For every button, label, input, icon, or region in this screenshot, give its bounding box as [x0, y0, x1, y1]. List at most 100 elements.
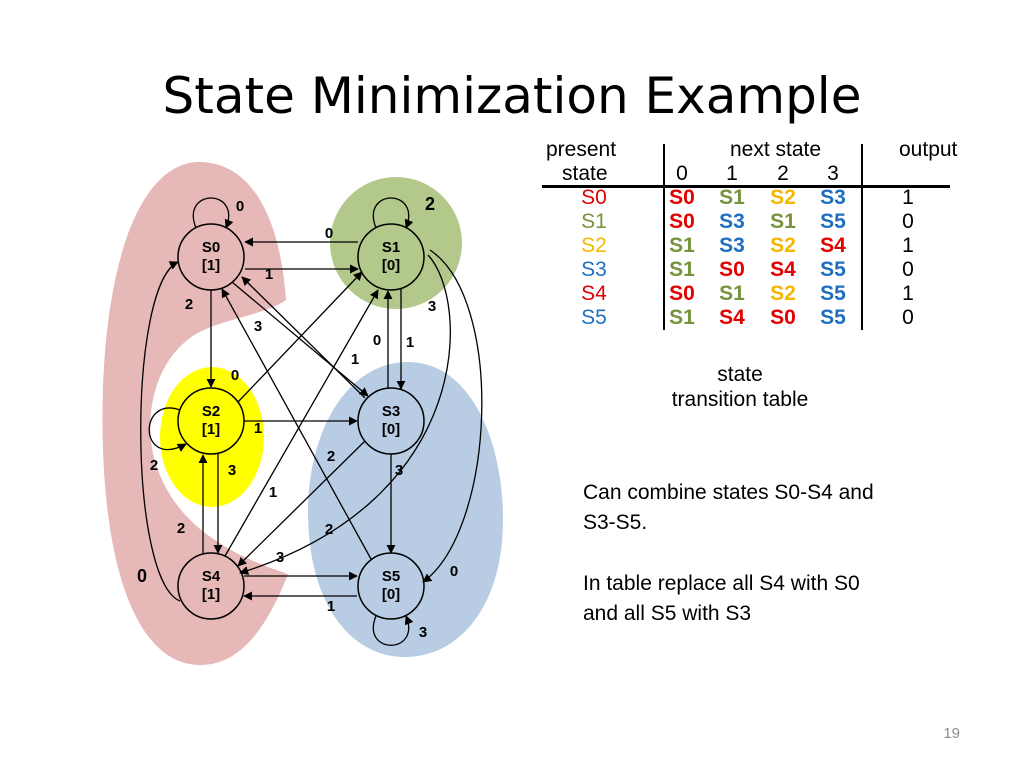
svg-text:S4: S4: [202, 568, 221, 585]
state-node-s5: S5 [0]: [357, 552, 425, 620]
edge-label-s3-s5: 3: [395, 462, 403, 479]
edge-s3-to-s4-2: [237, 440, 366, 567]
note-replace-line1: In table replace all S4 with S0: [583, 572, 860, 595]
slide-title: State Minimization Example: [162, 67, 862, 125]
table-cell-present: S0: [581, 186, 607, 209]
table-cell-output: 0: [902, 258, 914, 281]
table-cell-next: S0: [719, 258, 745, 281]
table-cell-output: 1: [902, 186, 914, 209]
note-replace: In table replace all S4 with S0 and all …: [583, 569, 963, 629]
svg-text:[0]: [0]: [382, 257, 400, 274]
table-cell-next: S0: [669, 282, 695, 305]
edge-label-s0-s1: 1: [265, 266, 273, 283]
table-cell-next: S4: [719, 306, 745, 329]
table-cell-next: S2: [770, 186, 796, 209]
edge-label-s1-s4: 3: [428, 298, 436, 315]
table-cell-next: S3: [820, 186, 846, 209]
note-combine-line2: S3-S5.: [583, 511, 648, 534]
edge-label-s3-s4: 2: [327, 448, 335, 465]
table-cell-next: S4: [770, 258, 796, 281]
table-cell-next: S2: [770, 282, 796, 305]
edge-s3-to-s0-1: [241, 276, 366, 399]
table-cell-next: S0: [669, 210, 695, 233]
edge-label-s4-s0: 0: [137, 566, 147, 586]
state-node-s1: S1 [0]: [357, 223, 425, 291]
page-number: 19: [943, 725, 960, 742]
table-cell-output: 1: [902, 282, 914, 305]
edge-label-s2-s1: 0: [231, 367, 239, 384]
table-cell-present: S4: [581, 282, 607, 305]
edge-s0-to-s3-3: [231, 281, 369, 397]
svg-text:[1]: [1]: [202, 586, 220, 603]
table-cell-next: S1: [669, 234, 695, 257]
edge-s5-self-3: [372, 615, 414, 646]
table-header-input-0: 0: [676, 162, 688, 185]
table-caption-line2: transition table: [671, 388, 809, 411]
table-cell-present: S3: [581, 258, 607, 281]
edge-label-s2-s3: 1: [254, 420, 262, 437]
edge-s1-to-s5-0: [422, 249, 483, 583]
table-header-rule: [542, 185, 950, 188]
note-combine-line1: Can combine states S0-S4 and: [583, 481, 874, 504]
table-header-input-2: 2: [777, 162, 789, 185]
table-cell-next: S2: [770, 234, 796, 257]
edge-label-s3-s1: 1: [406, 334, 414, 351]
table-cell-next: S5: [820, 306, 846, 329]
table-cell-present: S2: [581, 234, 607, 257]
svg-text:[0]: [0]: [382, 586, 400, 603]
table-cell-output: 1: [902, 234, 914, 257]
edge-s2-self-2: [148, 407, 187, 452]
edge-label-s1-s5: 0: [450, 563, 458, 580]
table-cell-output: 0: [902, 210, 914, 233]
edge-label-s3-s0: 1: [351, 351, 359, 368]
table-header-input-3: 3: [827, 162, 839, 185]
group-s0-s4-region: [102, 161, 288, 666]
table-cell-next: S1: [669, 306, 695, 329]
table-cell-next: S5: [820, 282, 846, 305]
svg-text:S5: S5: [382, 568, 400, 585]
table-cell-next: S5: [820, 210, 846, 233]
edge-label-s1-s0: 0: [325, 225, 333, 242]
table-cell-next: S1: [669, 258, 695, 281]
table-cell-next: S0: [770, 306, 796, 329]
table-divider-right: [861, 144, 863, 330]
svg-text:[1]: [1]: [202, 257, 220, 274]
edge-label-s5-s0: 2: [325, 521, 333, 538]
table-cell-present: S5: [581, 306, 607, 329]
table-caption: state transition table: [620, 362, 860, 412]
edge-label-s5-s4: 1: [327, 598, 335, 615]
svg-text:S1: S1: [382, 239, 400, 256]
edge-s4-to-s1-1: [224, 289, 379, 557]
table-cell-next: S4: [820, 234, 846, 257]
note-replace-line2: and all S5 with S3: [583, 602, 752, 625]
edge-s1-to-s4-3: [239, 254, 451, 575]
state-node-s3: S3 [0]: [357, 387, 425, 455]
group-s3-s5-region: [308, 362, 503, 657]
state-node-s4: S4 [1]: [177, 552, 245, 620]
edge-s4-to-s0-0: [140, 261, 181, 602]
group-s1-region: [330, 177, 462, 309]
svg-text:[0]: [0]: [382, 421, 400, 438]
table-cell-next: S5: [820, 258, 846, 281]
edge-label-s1-s3: 0: [373, 332, 381, 349]
table-header-present: present: [546, 138, 617, 161]
table-cell-next: S1: [770, 210, 796, 233]
edge-label-s4-s2: 2: [177, 520, 185, 537]
edge-label-s0-self: 0: [236, 198, 244, 215]
edge-label-s0-s3: 3: [254, 318, 262, 335]
svg-text:S2: S2: [202, 403, 220, 420]
table-cell-next: S1: [719, 282, 745, 305]
table-header-output: output: [899, 138, 958, 161]
table-header-state: state: [562, 162, 608, 185]
note-combine: Can combine states S0-S4 and S3-S5.: [583, 478, 963, 538]
edge-label-s2-self: 2: [150, 457, 158, 474]
svg-text:S0: S0: [202, 239, 220, 256]
edge-label-s4-s1: 1: [269, 484, 277, 501]
svg-text:S3: S3: [382, 403, 400, 420]
svg-text:[1]: [1]: [202, 421, 220, 438]
edge-s1-self-2: [372, 197, 414, 229]
table-caption-line1: state: [717, 363, 763, 386]
edge-s2-to-s1-0: [237, 271, 363, 403]
table-cell-output: 0: [902, 306, 914, 329]
edge-s0-self-0: [192, 197, 234, 229]
